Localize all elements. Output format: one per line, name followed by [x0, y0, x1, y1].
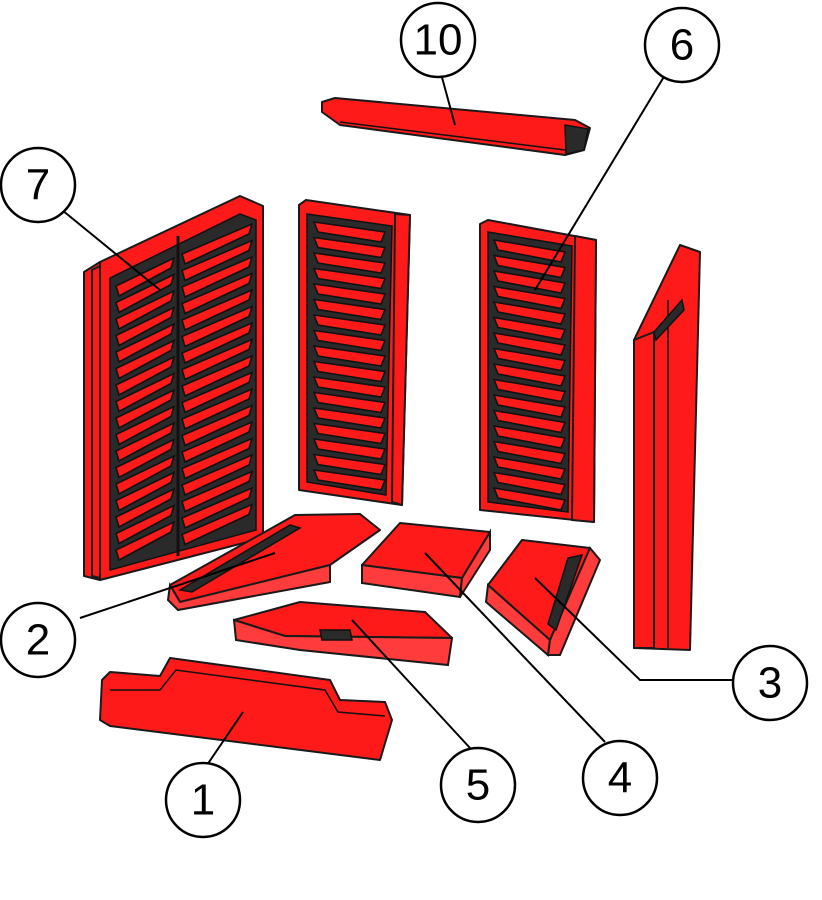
panel-rib	[181, 387, 254, 431]
panel-rib	[181, 338, 254, 381]
panel-rib	[181, 354, 254, 398]
panel-rib	[181, 503, 254, 546]
panel-rib	[312, 438, 387, 460]
panel-rib	[181, 222, 254, 266]
callout-2-label: 2	[26, 616, 50, 665]
callout-10: 10	[399, 1, 477, 79]
panel-rib	[115, 355, 176, 397]
panel-rib	[181, 486, 254, 530]
panel-rib	[115, 305, 176, 347]
callout-10-label: 10	[414, 16, 463, 65]
panel-rib	[312, 221, 387, 243]
panel-rib	[312, 376, 387, 398]
panel-rib	[492, 316, 567, 341]
part-7-left-panels	[83, 195, 264, 581]
panel-rib	[312, 360, 387, 383]
callout-5: 5	[439, 746, 517, 824]
panel-rib	[181, 288, 254, 332]
part-5-front-floor	[232, 601, 454, 667]
panel-rib	[115, 503, 176, 545]
callout-7-label: 7	[26, 161, 50, 210]
panel-rib	[312, 391, 387, 414]
back-panel-center	[298, 199, 411, 506]
panel-rib	[181, 371, 254, 414]
panel-rib	[115, 289, 176, 331]
panel-rib	[492, 409, 567, 434]
callout-6-label: 6	[670, 21, 694, 70]
panel-rib	[115, 487, 176, 529]
leader-lines	[61, 69, 732, 769]
callout-4-label: 4	[608, 754, 632, 803]
panel-rib	[181, 404, 254, 447]
callout-7: 7	[0, 146, 77, 224]
panel-rib	[492, 362, 567, 387]
part-4-center-floor	[361, 522, 491, 599]
panel-rib	[492, 440, 567, 465]
part-10-baffle	[321, 97, 591, 156]
panel-rib	[492, 238, 567, 263]
panel-rib	[312, 329, 387, 352]
panel-rib	[181, 239, 254, 282]
panel-rib	[312, 314, 387, 336]
panel-rib	[492, 254, 567, 279]
callout-1-label: 1	[191, 776, 215, 825]
panel-rib	[312, 345, 387, 367]
callout-6: 6	[643, 6, 721, 84]
panel-rib	[181, 305, 254, 348]
panel-rib	[181, 470, 254, 513]
panel-rib	[115, 454, 176, 496]
panel-rib	[312, 298, 387, 321]
panel-rib	[181, 420, 254, 464]
panel-rib	[492, 471, 567, 496]
panel-rib	[492, 347, 567, 372]
right-side-panel	[633, 244, 701, 651]
callout-3: 3	[731, 644, 809, 722]
panel-rib	[312, 469, 387, 491]
panel-rib	[312, 422, 387, 445]
panel-rib	[492, 378, 567, 403]
panel-rib	[492, 486, 567, 511]
panel-rib	[115, 272, 176, 314]
part-3-right-floor	[484, 539, 602, 657]
panel-rib	[492, 331, 567, 356]
panel-rib	[492, 455, 567, 480]
panel-rib	[115, 322, 176, 364]
panel-rib	[115, 388, 176, 430]
part-6-ribs	[492, 238, 567, 511]
part-7-ribs	[115, 222, 254, 562]
callout-4: 4	[581, 739, 659, 817]
panel-rib	[181, 321, 254, 365]
panel-rib	[115, 421, 176, 463]
panel-rib	[312, 453, 387, 476]
panel-rib	[115, 520, 176, 562]
panel-rib	[115, 437, 176, 479]
callout-1: 1	[164, 761, 242, 839]
panel-rib	[312, 236, 387, 259]
callout-5-label: 5	[466, 761, 490, 810]
part-1-front-lintel	[99, 657, 393, 761]
panel-rib	[492, 300, 567, 325]
panel-rib	[181, 272, 254, 315]
panel-rib	[181, 453, 254, 497]
panel-rib	[492, 424, 567, 449]
panel-rib	[115, 338, 176, 380]
panel-rib	[492, 285, 567, 310]
center-panel-ribs	[312, 221, 387, 491]
callout-2: 2	[0, 601, 77, 679]
panel-rib	[115, 470, 176, 512]
panel-rib	[115, 404, 176, 446]
panel-rib	[115, 371, 176, 413]
panel-rib	[181, 255, 254, 299]
panel-rib	[312, 267, 387, 290]
panel-rib	[312, 283, 387, 305]
panel-rib	[492, 393, 567, 418]
panel-rib	[312, 252, 387, 274]
panel-rib	[181, 437, 254, 480]
callout-3-label: 3	[758, 659, 782, 708]
part-6-back-panel	[479, 219, 597, 523]
panel-rib	[312, 407, 387, 429]
